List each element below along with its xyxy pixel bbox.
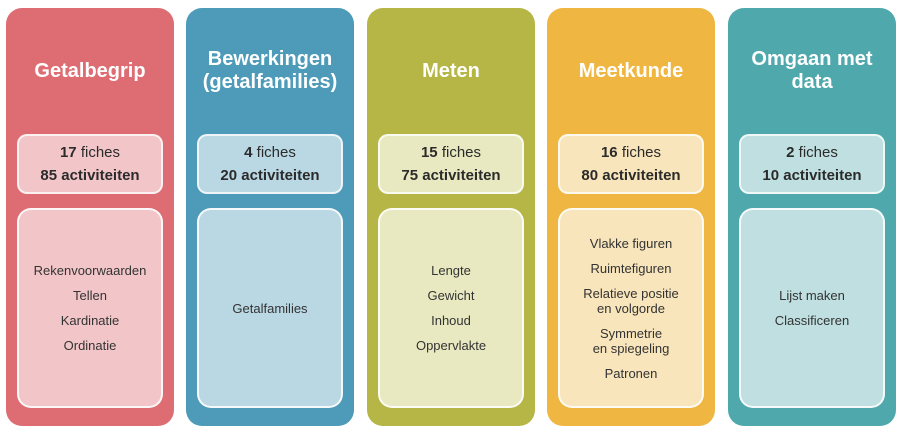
count-box: 17 fiches 85 activiteiten [17,134,163,194]
column-title: Meetkunde [578,59,684,82]
column-meten: Meten 15 fiches 75 activiteiten Lengte G… [367,8,535,426]
topic-item: Gewicht [427,288,475,303]
activities-count: 85 [40,167,58,184]
topic-item: Lengte [431,263,471,278]
fiches-count: 4 [244,144,253,161]
fiches-label: fiches [621,144,662,161]
topic-list: Vlakke figuren Ruimtefiguren Relatieve p… [558,208,704,408]
activities-label: activiteiten [602,167,681,184]
topic-item: Tellen [73,288,107,303]
count-box: 2 fiches 10 activiteiten [739,134,885,194]
fiches-count: 2 [786,144,795,161]
topic-item: Vlakke figuren [589,235,673,251]
fiches-count: 16 [600,144,618,161]
topic-list: Lijst maken Classificeren [739,208,885,408]
activities-count: 10 [762,167,780,184]
activities-count: 80 [581,167,599,184]
activities-label: activiteiten [241,167,320,184]
count-box: 4 fiches 20 activiteiten [197,134,343,194]
topic-list: Lengte Gewicht Inhoud Oppervlakte [378,208,524,408]
column-omgaan-met-data: Omgaan met data 2 fiches 10 activiteiten… [728,8,896,426]
topic-item: Ruimtefiguren [590,260,672,276]
topic-item: Classificeren [774,313,850,328]
activities-count: 75 [401,167,419,184]
topic-item: Ordinatie [63,338,117,353]
column-title: Omgaan met data [751,48,873,93]
topic-list: Getalfamilies [197,208,343,408]
fiches-label: fiches [798,144,838,161]
column-title: Getalbegrip [34,59,146,82]
topic-list: Rekenvoorwaarden Tellen Kardinatie Ordin… [17,208,163,408]
topic-item: Lijst maken [779,288,845,303]
activities-label: activiteiten [422,167,501,184]
fiches-count: 15 [420,144,438,161]
activities-count: 20 [220,167,238,184]
count-box: 16 fiches 80 activiteiten [558,134,704,194]
topic-item: Symmetrie en spiegeling [592,325,670,356]
fiches-count: 17 [59,144,77,161]
topic-item: Rekenvoorwaarden [33,263,147,278]
activities-label: activiteiten [783,167,862,184]
column-meetkunde: Meetkunde 16 fiches 80 activiteiten Vlak… [547,8,715,426]
topic-item: Relatieve positie en volgorde [583,285,679,316]
topic-item: Oppervlakte [415,338,487,353]
column-getalbegrip: Getalbegrip 17 fiches 85 activiteiten Re… [6,8,174,426]
column-title: Meten [422,59,480,82]
topic-item: Getalfamilies [232,300,308,316]
column-bewerkingen: Bewerkingen (getalfamilies) 4 fiches 20 … [186,8,354,426]
topic-item: Kardinatie [60,313,120,328]
activities-label: activiteiten [61,167,140,184]
fiches-label: fiches [256,144,296,161]
count-box: 15 fiches 75 activiteiten [378,134,524,194]
fiches-label: fiches [441,144,482,161]
fiches-label: fiches [80,144,121,161]
topic-item: Patronen [604,365,658,381]
column-title: Bewerkingen (getalfamilies) [202,48,338,93]
topic-item: Inhoud [431,313,471,328]
